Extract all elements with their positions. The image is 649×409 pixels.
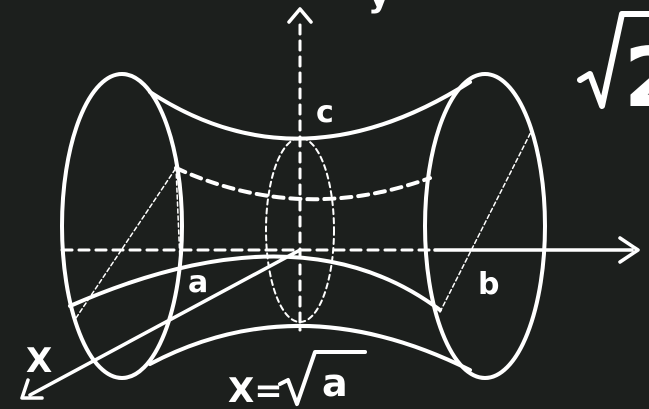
left-diagonal-dashed-2: [175, 167, 181, 263]
formula-lhs: X=: [228, 371, 283, 409]
upper-dashed-curve: [174, 166, 432, 202]
x-axis-arrowhead: [20, 378, 44, 400]
left-end-ellipse: [60, 72, 184, 380]
label-axis-x: X: [26, 341, 52, 381]
x-axis-line: [28, 248, 302, 397]
corner-formula-cropped: 2: [577, 11, 649, 126]
left-diagonal-dashed: [75, 167, 177, 319]
svg-text:y: y: [368, 0, 390, 15]
top-outline-curve: [148, 80, 472, 141]
lower-contour-curve: [68, 254, 442, 312]
corner-radical-sign: [577, 11, 649, 109]
formula-radical-sign: [278, 350, 367, 406]
corner-radicand: 2: [624, 31, 649, 126]
label-c: c: [316, 95, 334, 130]
waist-ellipse-dashed: [265, 137, 335, 323]
formula-radicand: a: [322, 361, 348, 405]
label-a: a: [188, 265, 208, 300]
right-diagonal-dashed: [439, 129, 533, 313]
bottom-outline-curve: [148, 323, 472, 372]
right-end-ellipse: [423, 72, 547, 380]
horizontal-axis-arrowhead: [618, 236, 640, 264]
label-b: b: [478, 267, 499, 302]
label-axis-y-cropped: y: [368, 0, 390, 15]
formula-x-equals-sqrt-a: X= a: [228, 350, 367, 409]
y-axis-arrowhead: [287, 7, 313, 24]
